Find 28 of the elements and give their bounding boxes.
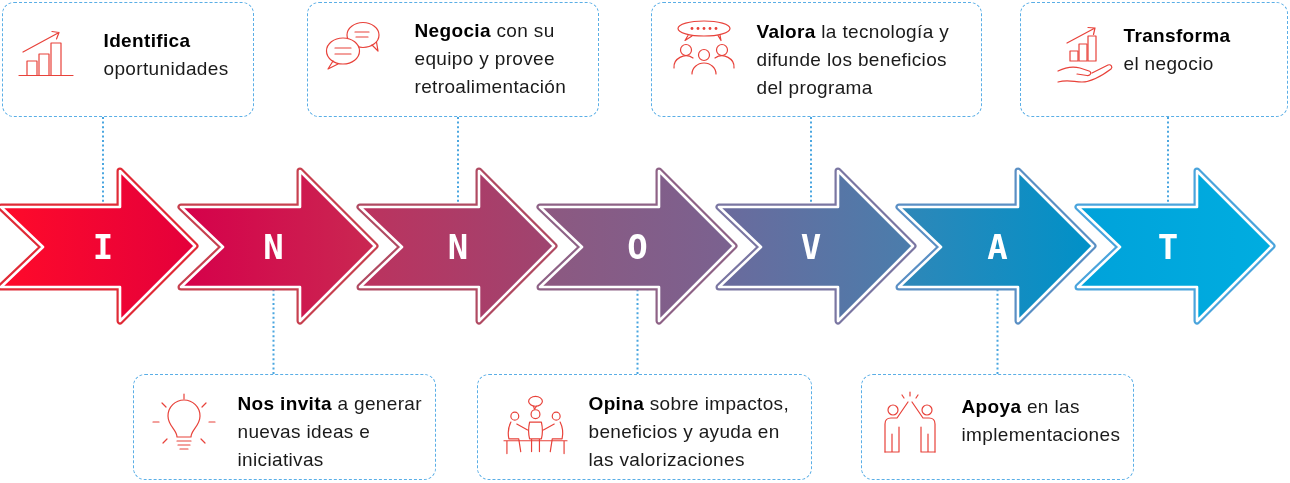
arrow-shape xyxy=(0,165,200,327)
arrow-shape xyxy=(534,165,739,327)
arrow-letter: V xyxy=(800,229,822,265)
arrow-letter: N xyxy=(263,229,284,265)
callout-text: Opina sobre impactos, beneficios y ayuda en las valorizaciones xyxy=(588,391,791,472)
arrow-letter: A xyxy=(987,229,1008,265)
callout-box xyxy=(1020,2,1288,117)
callout-text: Nos invita a generar nuevas ideas e iniciativas xyxy=(237,391,423,472)
arrow-shape xyxy=(1073,165,1277,327)
callout-text: Apoya en las implementaciones xyxy=(961,394,1122,447)
callout-box xyxy=(2,2,254,117)
callout-box xyxy=(133,374,436,480)
arrow-shape xyxy=(714,165,918,327)
arrow-shape xyxy=(175,165,380,327)
arrow-letter: I xyxy=(92,229,114,265)
arrow-letter: O xyxy=(627,229,648,265)
callout-box xyxy=(477,374,812,480)
callout-text: Transforma el negocio xyxy=(1123,23,1232,76)
callout-box xyxy=(307,2,599,117)
callout-box xyxy=(651,2,982,117)
callout-text: Negocia con su equipo y provee retroalimentación xyxy=(414,18,568,99)
callout-text: Valora la tecnología y difunde los beneficios del programa xyxy=(756,19,951,100)
arrow-letter: N xyxy=(447,229,469,265)
callout-box xyxy=(861,374,1134,480)
callout-text: Identifica oportunidades xyxy=(103,28,230,81)
arrow-shape xyxy=(355,165,559,327)
arrow-letter: T xyxy=(1157,229,1179,265)
arrow-shape xyxy=(893,165,1098,327)
